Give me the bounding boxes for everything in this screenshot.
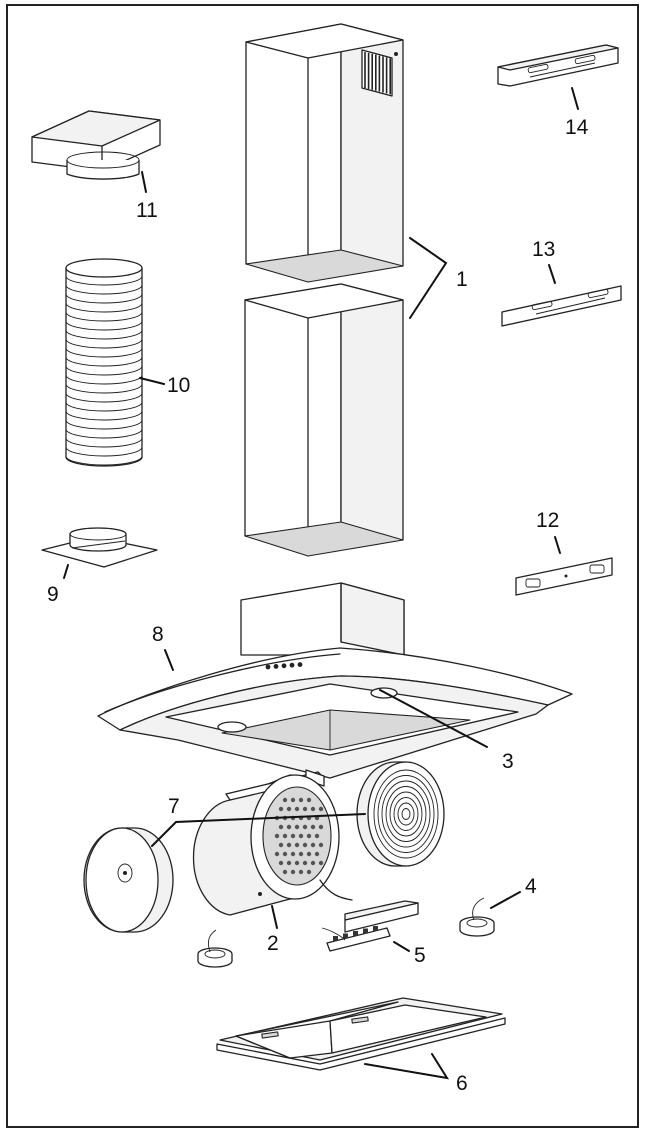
part-8-hood-body-glass: [97, 582, 573, 779]
callout-labels: 1 2 3 4 5 6 7 8 9 10 11 12 13 14: [47, 116, 589, 1095]
part-7-carbon-filter-left: [83, 827, 174, 933]
part-9-mounting-flange: [41, 527, 158, 568]
callout-14: 14: [565, 116, 589, 139]
callout-1: 1: [456, 268, 468, 291]
leader-5: [393, 941, 410, 952]
part-11-duct-adapter: [31, 110, 161, 180]
callout-7: 7: [168, 795, 180, 818]
callout-8: 8: [152, 623, 164, 646]
diagram-border: [6, 4, 639, 1128]
callout-13: 13: [532, 238, 555, 261]
part-1-lower-chimney: [244, 283, 404, 557]
leader-3: [379, 689, 488, 748]
leader-8: [164, 649, 174, 671]
part-14-wall-bracket: [497, 44, 619, 87]
callout-11: 11: [136, 199, 158, 222]
leader-4: [490, 891, 521, 909]
leader-12: [554, 536, 561, 554]
part-13-chimney-bracket: [501, 285, 622, 327]
part-7-carbon-filter-right: [356, 761, 445, 867]
leader-1: [409, 237, 448, 319]
leader-13: [548, 264, 556, 284]
part-1-upper-chimney: [245, 23, 404, 283]
callout-6: 6: [456, 1072, 468, 1095]
leader-2: [271, 905, 278, 929]
leader-11: [141, 171, 147, 193]
callout-3: 3: [502, 750, 514, 773]
callout-5: 5: [414, 944, 426, 967]
callout-12: 12: [536, 509, 559, 532]
part-4-light-right: [459, 897, 495, 937]
leader-6: [364, 1053, 450, 1080]
leader-14: [571, 87, 579, 110]
callout-2: 2: [267, 932, 279, 955]
callout-4: 4: [525, 875, 537, 898]
leader-9: [63, 564, 69, 579]
callout-10: 10: [167, 374, 190, 397]
part-12-mounting-plate: [515, 557, 613, 596]
part-4-light-left: [197, 929, 233, 968]
part-2-blower-motor: [192, 769, 353, 916]
callout-9: 9: [47, 583, 59, 606]
leader-10: [139, 377, 165, 385]
part-6-grease-filters: [216, 997, 506, 1071]
part-10-flexible-hose: [65, 258, 143, 467]
leader-7: [151, 813, 366, 847]
part-5-control-board: [321, 900, 419, 952]
leader-lines: [63, 87, 579, 1080]
